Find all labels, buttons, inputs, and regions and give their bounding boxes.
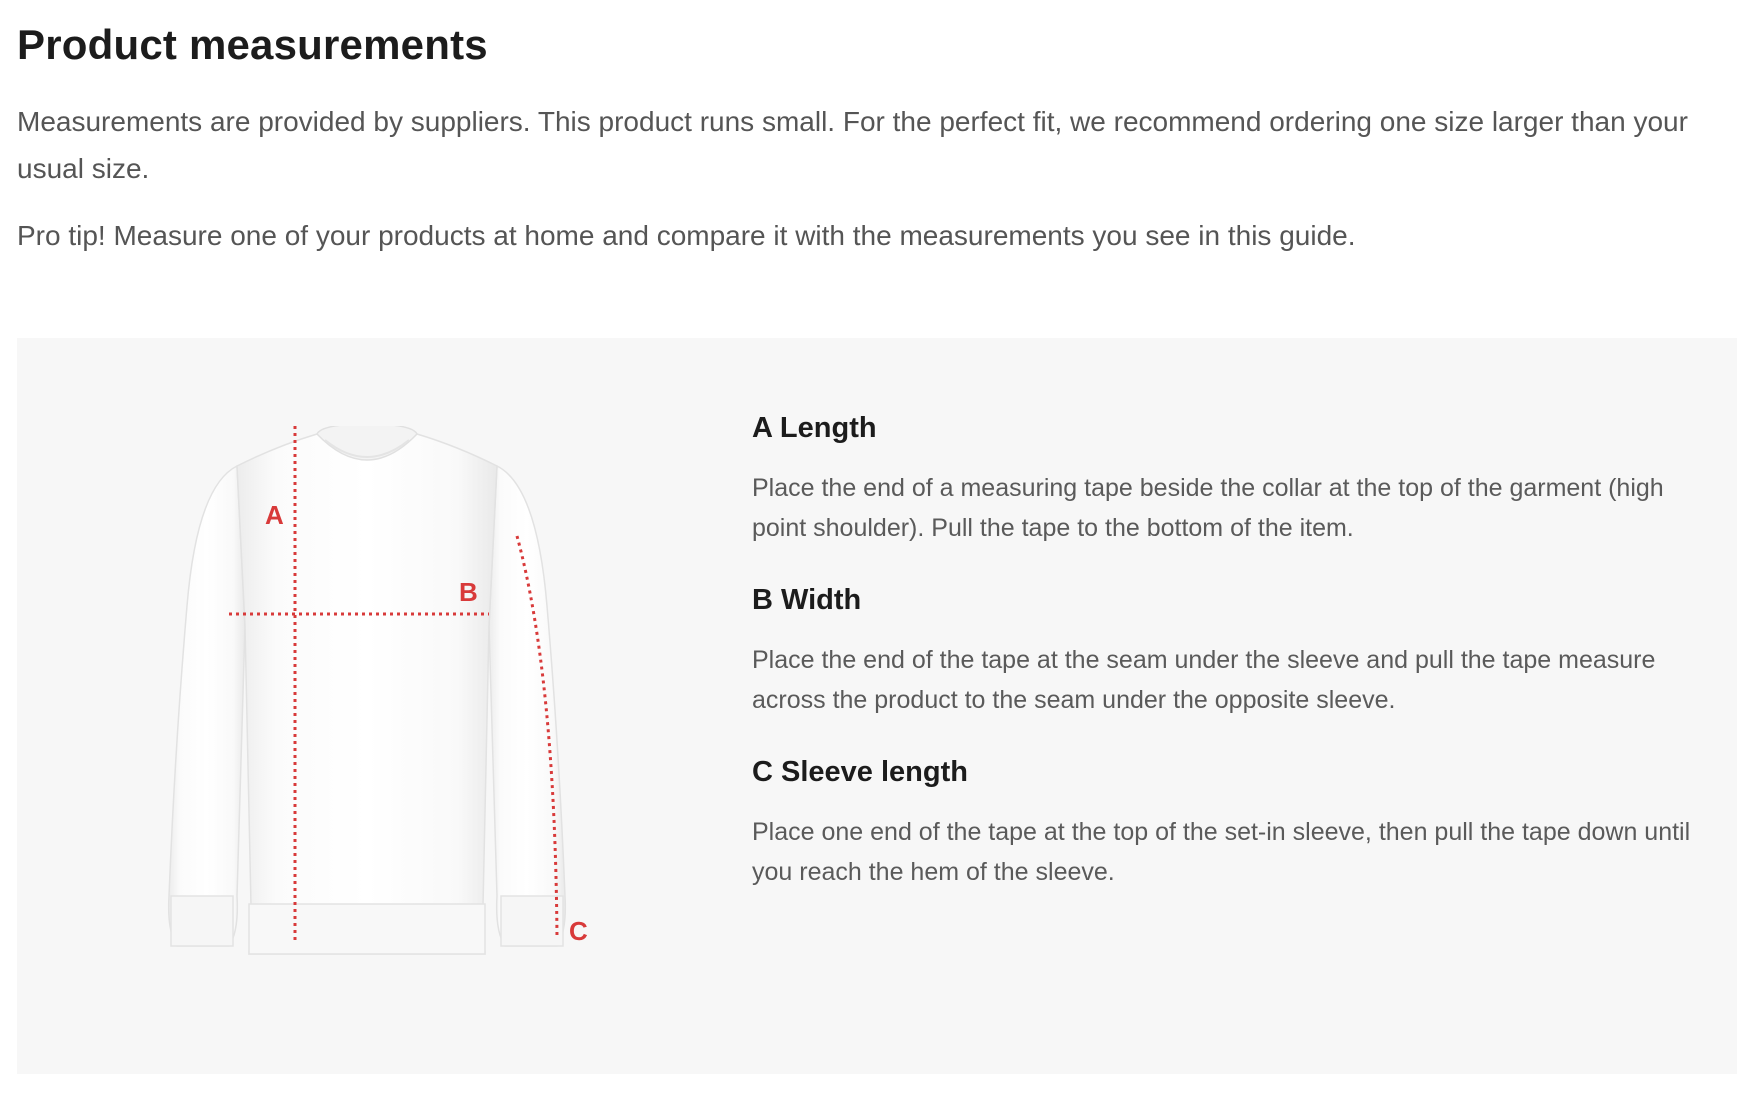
page-title: Product measurements — [17, 21, 488, 68]
hem-band — [248, 903, 486, 955]
measurement-description: Place one end of the tape at the top of … — [752, 818, 1691, 886]
intro-text: Measurements are provided by suppliers. … — [17, 106, 1688, 184]
measurement-description: Place the end of the tape at the seam un… — [752, 646, 1656, 714]
measurement-title: A Length — [752, 412, 877, 444]
right-sleeve — [488, 464, 567, 947]
measurement-title: C Sleeve length — [752, 756, 968, 788]
label-a: A — [265, 500, 284, 530]
measurement-width: B Width Place the end of the tape at the… — [752, 580, 1692, 720]
measurement-title: B Width — [752, 584, 862, 616]
label-c: C — [569, 916, 588, 946]
measurement-sleeve-length: C Sleeve length Place one end of the tap… — [752, 752, 1692, 892]
right-cuff — [500, 895, 564, 947]
measurement-length: A Length Place the end of a measuring ta… — [752, 408, 1692, 548]
left-cuff — [170, 895, 234, 947]
label-b: B — [459, 577, 478, 607]
pro-tip-text: Pro tip! Measure one of your products at… — [17, 220, 1356, 251]
measurement-guide-panel: A B C A Length Place the end of a measur… — [17, 338, 1737, 1074]
product-measurements-section: Product measurements Measurements are pr… — [17, 0, 1737, 259]
measurement-description: Place the end of a measuring tape beside… — [752, 474, 1664, 542]
sleeve-measure-line — [515, 535, 559, 939]
sweatshirt-illustration: A B C — [167, 426, 588, 955]
sweatshirt-diagram: A B C — [167, 426, 707, 986]
measurement-descriptions: A Length Place the end of a measuring ta… — [752, 408, 1692, 892]
left-sleeve — [167, 464, 246, 947]
